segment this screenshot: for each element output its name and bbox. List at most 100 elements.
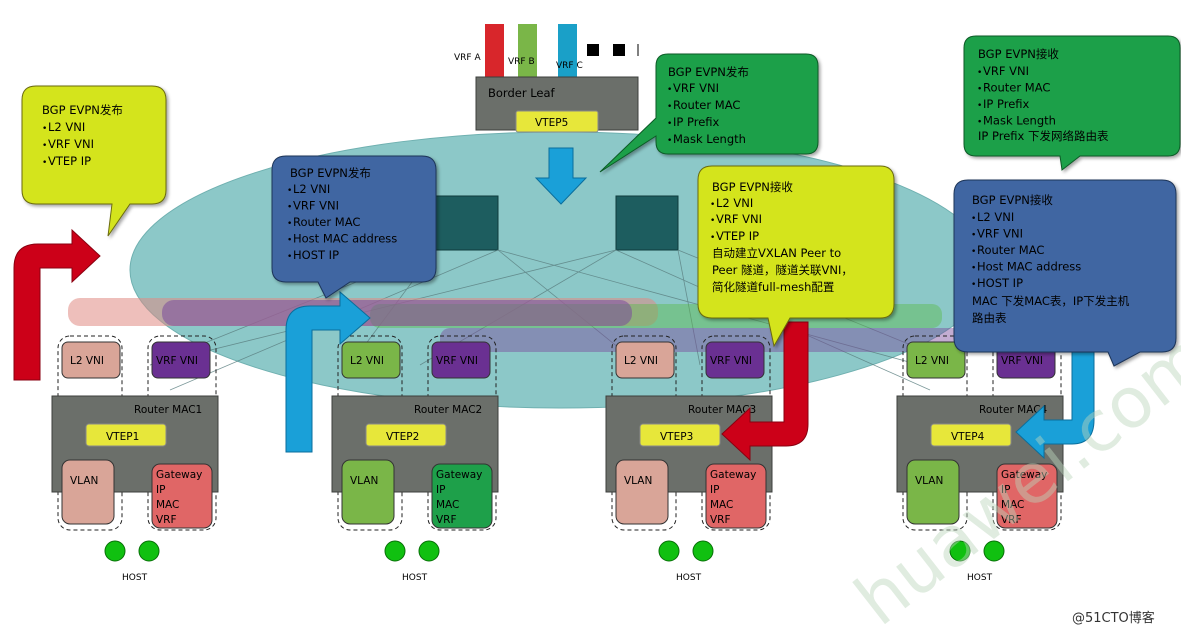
l2vni-box <box>906 341 966 379</box>
l2vni-box <box>61 341 121 379</box>
border-leaf-title: Border Leaf <box>488 86 556 100</box>
svg-text:•: • <box>42 141 47 151</box>
bullet-item: Host MAC address <box>977 260 1081 274</box>
bullet-item: Router MAC <box>293 215 360 229</box>
host-icon <box>983 540 1005 562</box>
host-icon <box>104 540 126 562</box>
gateway-line: VRF <box>436 514 457 526</box>
host-label: HOST <box>122 573 148 583</box>
blue-arrow-mid-icon <box>285 290 371 453</box>
vtep-box <box>365 423 447 447</box>
svg-text:•: • <box>710 233 715 243</box>
callout-recv1-vtepip: VTEP IP <box>716 229 759 243</box>
callout-recv1 <box>697 165 895 348</box>
callout-recv2-text1: IP Prefix 下发网络路由表 <box>978 129 1109 143</box>
bullet-item: Mask Length <box>983 114 1056 128</box>
vlan-label: VLAN <box>624 475 652 487</box>
svg-text:•: • <box>42 158 47 168</box>
svg-text:•: • <box>971 247 976 257</box>
callout-left-title: BGP EVPN发布 <box>42 103 123 117</box>
watermark-text: @51CTO博客 <box>1072 610 1155 626</box>
gateway-line: Gateway <box>1001 469 1047 481</box>
gateway-line: VRF <box>156 514 177 526</box>
svg-text:•: • <box>287 236 292 246</box>
svg-text:•: • <box>287 203 292 213</box>
vtep-label: VTEP2 <box>386 431 419 443</box>
host-label: HOST <box>676 573 702 583</box>
callout-left-l2vni: L2 VNI <box>48 120 85 134</box>
vtep-box <box>639 423 721 447</box>
host-label: HOST <box>402 573 428 583</box>
vtep5-label: VTEP5 <box>535 117 568 129</box>
svg-text:•: • <box>287 252 292 262</box>
bullet-item: L2 VNI <box>293 182 330 196</box>
vrfvni-label: VRF VNI <box>710 355 752 367</box>
vtep-label: VTEP4 <box>951 431 985 443</box>
gateway-line: MAC <box>156 499 179 511</box>
bullet-item: Host MAC address <box>293 232 397 246</box>
svg-text:•: • <box>287 219 292 229</box>
vrfvni-label: VRF VNI <box>436 355 478 367</box>
l2vni-label: L2 VNI <box>915 355 949 367</box>
vrfvni-box <box>431 341 491 379</box>
vtep-label: VTEP3 <box>660 431 693 443</box>
vrf-c-label: VRF C <box>556 61 583 71</box>
callout-recv2-items: •VRF VNI•Router MAC•IP Prefix•Mask Lengt… <box>977 64 1056 128</box>
callout-recv1-l2vni: L2 VNI <box>716 196 753 210</box>
callout-recv3-title: BGP EVPN接收 <box>972 193 1053 207</box>
border-leaf: VRF A VRF B VRF C Border Leaf VTEP5 <box>454 24 639 133</box>
l2vni-label: L2 VNI <box>624 355 658 367</box>
l2vni-label: L2 VNI <box>350 355 384 367</box>
bullet-item: Router MAC <box>983 81 1050 95</box>
gateway-box <box>705 463 767 529</box>
vlan-label: VLAN <box>70 475 98 487</box>
svg-text:•: • <box>971 231 976 241</box>
gateway-box <box>151 463 213 529</box>
svg-text:•: • <box>710 216 715 226</box>
bullet-item: Mask Length <box>673 132 746 146</box>
vtep-box <box>930 423 1012 447</box>
callout-recv1-text2: Peer 隧道，隧道关联VNI， <box>712 263 853 277</box>
gateway-line: Gateway <box>436 469 482 481</box>
gateway-line: Gateway <box>156 469 202 481</box>
svg-text:•: • <box>710 200 715 210</box>
callout-recv1-title: BGP EVPN接收 <box>712 180 793 194</box>
svg-text:•: • <box>971 280 976 290</box>
tunnel-band-vrf2 <box>440 328 1060 352</box>
gateway-line: IP <box>710 484 719 496</box>
bullet-item: VRF VNI <box>977 227 1023 241</box>
vlan-box <box>906 459 960 525</box>
blue-arrow-vtep4-icon <box>1015 349 1095 460</box>
vrfvni-label: VRF VNI <box>1001 355 1043 367</box>
bullet-item: HOST IP <box>293 248 339 262</box>
svg-text:•: • <box>287 186 292 196</box>
vtep-label: VTEP1 <box>106 431 139 443</box>
vlan-label: VLAN <box>915 475 943 487</box>
callout-recv2-title: BGP EVPN接收 <box>978 47 1059 61</box>
callout-mid <box>271 155 437 299</box>
svg-text:•: • <box>667 136 672 146</box>
svg-text:•: • <box>667 102 672 112</box>
svg-text:•: • <box>42 124 47 134</box>
callout-recv3-text1: MAC 下发MAC表，IP下发主机 <box>972 294 1130 308</box>
vrfvni-box <box>705 341 765 379</box>
callout-bl <box>599 53 819 173</box>
callout-mid-title: BGP EVPN发布 <box>290 166 371 180</box>
bullet-item: HOST IP <box>977 276 1023 290</box>
vrf-b-label: VRF B <box>508 57 535 67</box>
gateway-box <box>996 463 1058 529</box>
callout-bl-items: •VRF VNI•Router MAC•IP Prefix•Mask Lengt… <box>667 81 746 146</box>
callout-recv3 <box>953 179 1177 367</box>
callout-recv3-items: •L2 VNI•VRF VNI•Router MAC•Host MAC addr… <box>971 210 1081 290</box>
bullet-item: Router MAC <box>977 243 1044 257</box>
host-label: HOST <box>967 573 993 583</box>
gateway-line: VRF <box>710 514 731 526</box>
callout-recv1-text1: 自动建立VXLAN Peer to <box>712 246 841 260</box>
host-icon <box>138 540 160 562</box>
vrfvni-box <box>151 341 211 379</box>
bullet-item: VRF VNI <box>983 64 1029 78</box>
callout-recv1-vrfvni: VRF VNI <box>716 212 762 226</box>
